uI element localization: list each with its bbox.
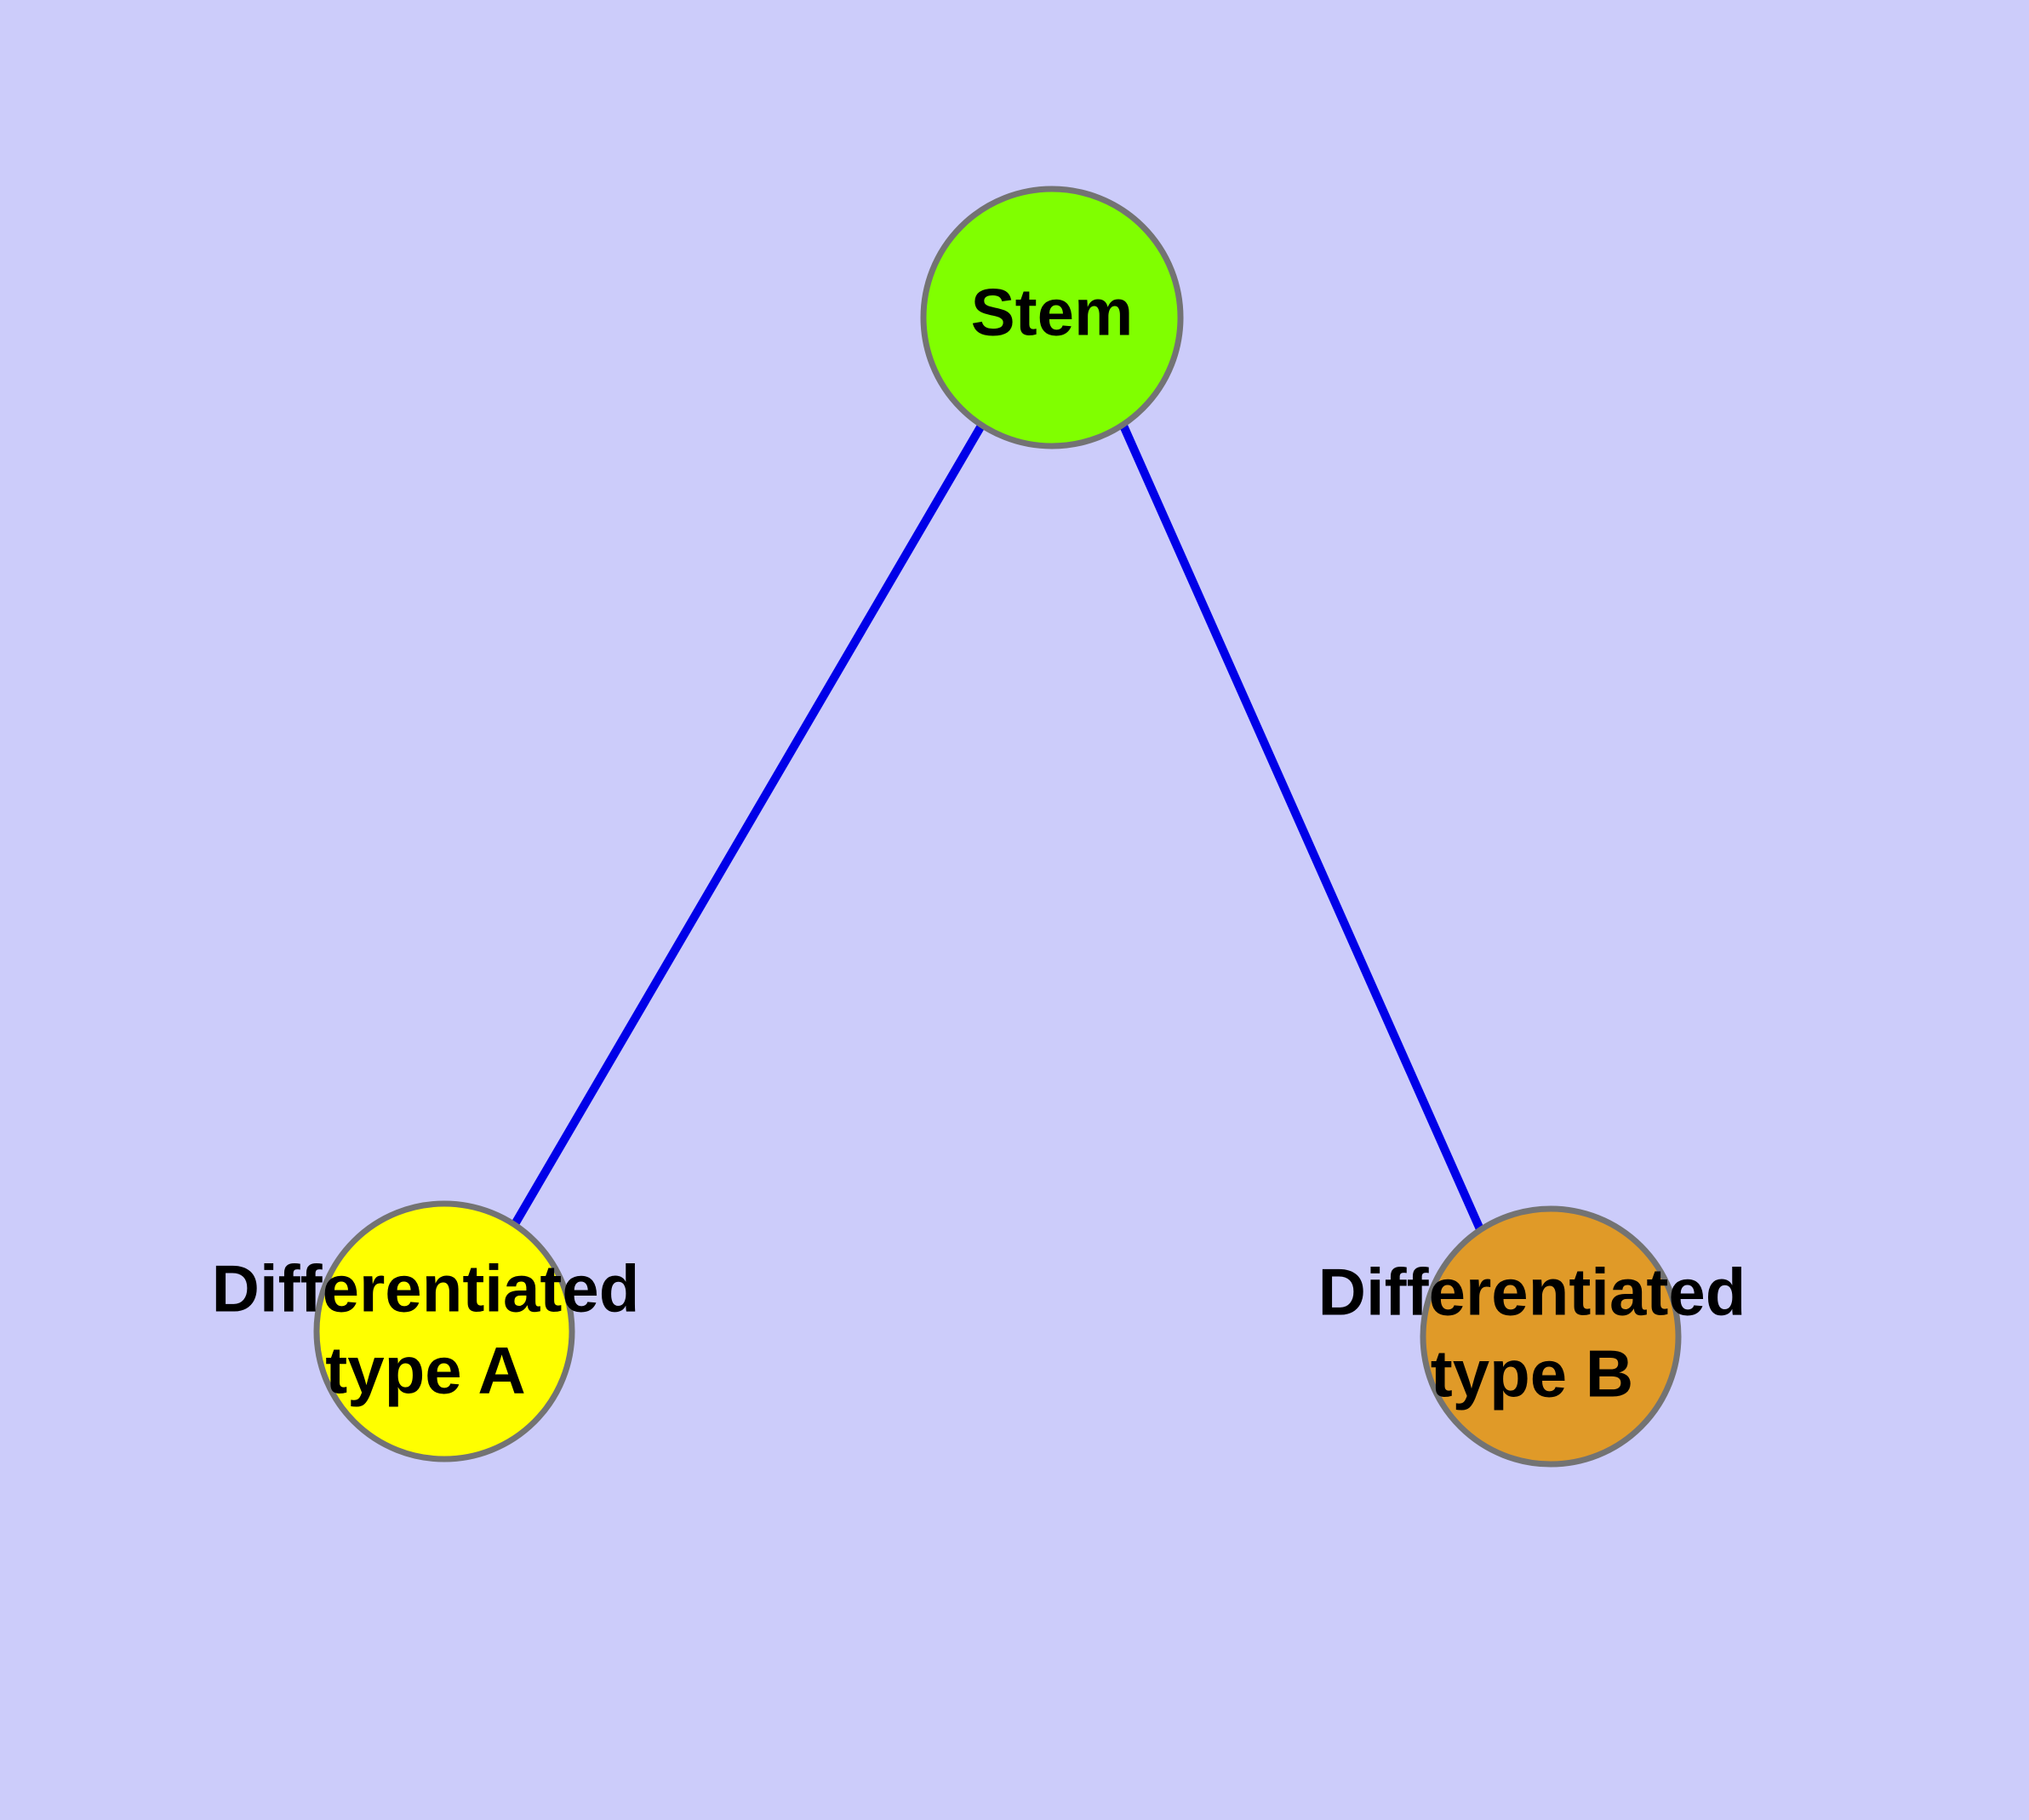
node-differentiated-type-a[interactable]: Differentiated type A [212, 1200, 640, 1462]
node-layer: Stem Differentiated type A Differentiate… [212, 186, 1746, 1468]
node-differentiated-type-b-label-line1: Differentiated [1318, 1255, 1746, 1330]
node-differentiated-type-b-circle[interactable] [1420, 1205, 1682, 1468]
node-differentiated-type-a-label-line2: type A [325, 1333, 526, 1408]
node-differentiated-type-a-label-line1: Differentiated [212, 1251, 640, 1326]
node-differentiated-type-b-label-line2: type B [1431, 1336, 1633, 1411]
edge-stem-to-differentiated-type-a[interactable] [511, 423, 986, 1227]
node-stem-circle[interactable] [920, 186, 1184, 449]
node-differentiated-type-b[interactable]: Differentiated type B [1318, 1205, 1746, 1468]
node-stem[interactable]: Stem [920, 186, 1184, 449]
node-differentiated-type-a-circle[interactable] [313, 1200, 575, 1462]
node-stem-label: Stem [971, 275, 1134, 350]
edge-layer [511, 423, 1484, 1232]
edge-stem-to-differentiated-type-b[interactable] [1119, 423, 1484, 1232]
